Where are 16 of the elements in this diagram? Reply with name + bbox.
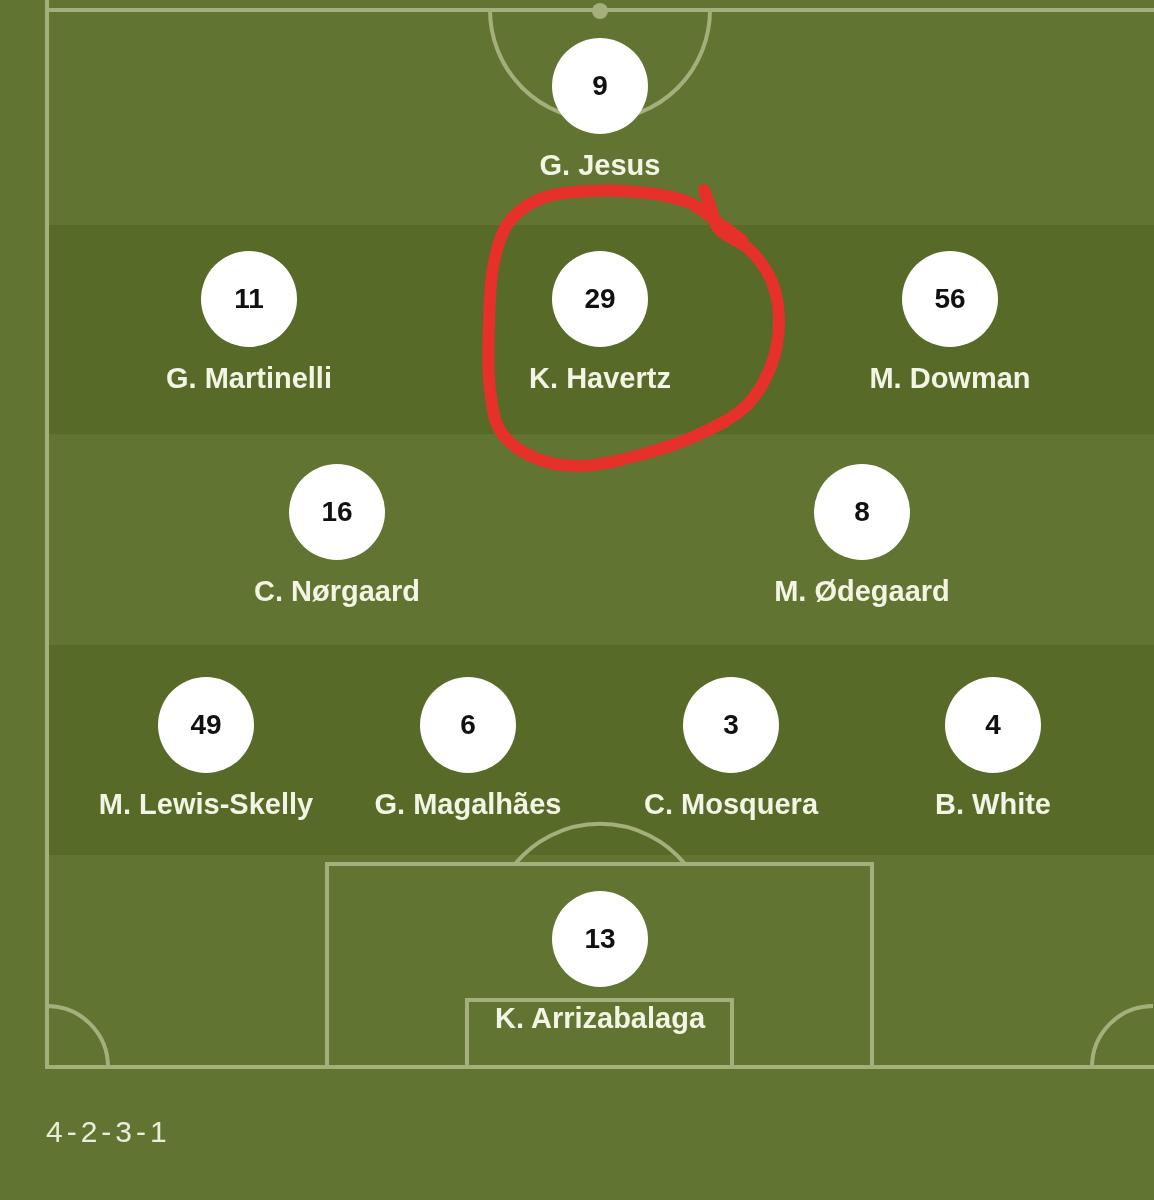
formation-label: 4-2-3-1 (46, 1115, 171, 1149)
player-number-circle: 9 (552, 38, 648, 134)
player-number-circle: 16 (289, 464, 385, 560)
player-name: G. Jesus (539, 149, 661, 181)
player-name: G. Magalhães (374, 788, 562, 820)
player-name: C. Mosquera (644, 788, 818, 820)
player-name: G. Martinelli (166, 362, 332, 394)
player-name: K. Arrizabalaga (494, 1002, 706, 1034)
player-name: K. Havertz (529, 362, 671, 394)
player-name: M. Ødegaard (774, 575, 950, 607)
player-name: C. Nørgaard (254, 575, 420, 607)
player-name: M. Dowman (869, 362, 1031, 394)
player-number-circle: 13 (552, 891, 648, 987)
player-name: B. White (935, 788, 1051, 820)
player-number-circle: 8 (814, 464, 910, 560)
player-name: M. Lewis-Skelly (98, 788, 314, 820)
